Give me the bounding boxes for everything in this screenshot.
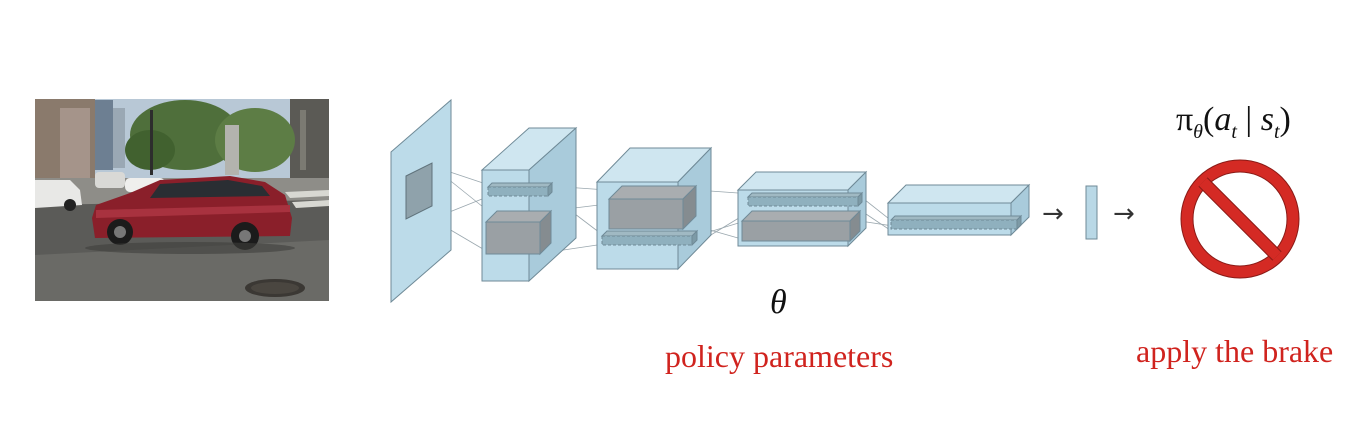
policy-expression: πθ(at | st) <box>1176 101 1291 144</box>
action-symbol: a <box>1214 101 1232 138</box>
arrow-2: → <box>1113 199 1135 229</box>
state-symbol: s <box>1260 101 1274 138</box>
input-street-photo <box>35 99 329 301</box>
policy-parameters-caption: policy parameters <box>665 338 894 374</box>
arrow-1: → <box>1042 199 1064 229</box>
open-paren: ( <box>1203 101 1215 138</box>
apply-brake-caption: apply the brake <box>1136 333 1334 369</box>
prohibition-sign-icon <box>1180 159 1300 279</box>
convolutional-network <box>390 98 1098 304</box>
state-subscript: t <box>1273 120 1280 143</box>
theta-subscript: θ <box>1193 120 1203 143</box>
layer-1-input-plane <box>390 98 452 304</box>
theta-symbol: θ <box>770 284 787 321</box>
output-vector <box>1085 185 1098 240</box>
conditional-bar: | <box>1236 101 1261 138</box>
action-subscript: t <box>1231 120 1237 143</box>
layer-3-block <box>595 146 713 271</box>
pi-symbol: π <box>1176 101 1194 138</box>
layer-4-block <box>736 170 868 248</box>
layer-5-block <box>886 183 1031 237</box>
layer-2-block <box>480 126 578 283</box>
close-paren: ) <box>1279 101 1291 138</box>
